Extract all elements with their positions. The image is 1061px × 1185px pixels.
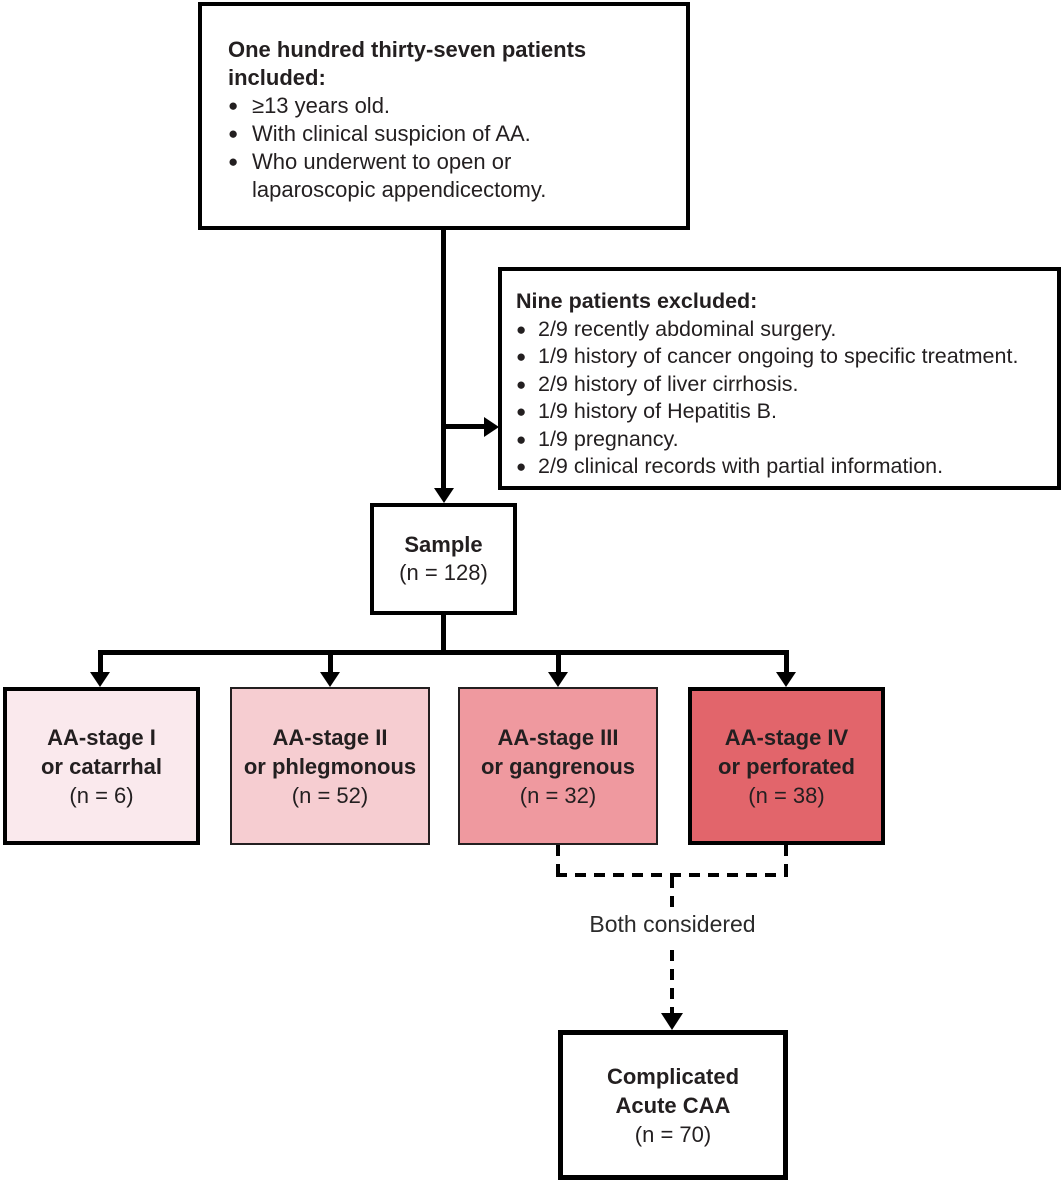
bullet-icon: ● <box>516 347 527 366</box>
bullet-icon: ● <box>228 152 239 171</box>
excluded-patients-box: Nine patients excluded: ● 2/9 recently a… <box>498 267 1061 490</box>
stage-2-n: (n = 52) <box>291 782 369 808</box>
arrowhead-down-icon <box>776 672 796 687</box>
stage-1-name: AA-stage I <box>47 724 156 750</box>
bullet-icon: ● <box>516 457 527 476</box>
connector-branch-to-excluded <box>443 424 485 429</box>
stage-3-name: AA-stage III <box>497 724 619 750</box>
arrowhead-down-icon <box>90 672 110 687</box>
both-considered-label: Both considered <box>589 911 756 937</box>
bullet-icon: ● <box>516 429 527 449</box>
stage-3-n: (n = 32) <box>519 782 597 808</box>
complicated-n: (n = 70) <box>634 1121 712 1147</box>
included-bullet-suspicion-text: With clinical suspicion of AA. <box>252 121 531 146</box>
stage-4-box: AA-stage IV or perforated (n = 38) <box>688 687 885 845</box>
connector-stub-stage4 <box>784 650 789 674</box>
excluded-bullet-records-text: 2/9 clinical records with partial inform… <box>538 454 944 478</box>
sample-box: Sample (n = 128) <box>370 503 517 615</box>
excluded-bullet-pregnancy-text: 1/9 pregnancy. <box>538 426 679 451</box>
bullet-icon: ● <box>516 374 527 394</box>
arrowhead-down-icon <box>320 672 340 687</box>
excluded-bullet-cancer: ● 1/9 history of cancer ongoing to speci… <box>516 343 1053 371</box>
sample-title: Sample <box>404 532 483 557</box>
excluded-bullet-cirrhosis: ● 2/9 history of liver cirrhosis. <box>516 371 1053 399</box>
connector-included-to-sample <box>441 230 446 489</box>
included-bullet-suspicion: ● With clinical suspicion of AA. <box>228 120 672 148</box>
connector-stub-stage3 <box>556 650 561 674</box>
included-bullet-age-text: ≥13 years old. <box>252 93 391 118</box>
excluded-bullet-hepatitis-text: 1/9 history of Hepatitis B. <box>538 399 777 423</box>
dashed-connector-stage4 <box>784 845 788 875</box>
excluded-bullet-cirrhosis-text: 2/9 history of liver cirrhosis. <box>538 371 799 396</box>
excluded-title: Nine patients excluded: <box>516 289 758 313</box>
excluded-bullet-cancer-text: 1/9 history of cancer ongoing to specifi… <box>538 344 1019 368</box>
stage-4-n: (n = 38) <box>748 782 825 808</box>
stage-1-n: (n = 6) <box>69 782 134 808</box>
sample-n: (n = 128) <box>399 560 488 585</box>
stage-4-name: AA-stage IV <box>724 724 849 750</box>
arrowhead-right-icon <box>484 417 499 437</box>
bullet-icon: ● <box>228 96 239 115</box>
included-bullet-surgery: ● Who underwent to open or laparoscopic … <box>228 148 672 204</box>
included-patients-box: One hundred thirty-seven patients includ… <box>198 2 690 230</box>
stage-2-alt-name: or phlegmonous <box>243 753 417 779</box>
bullet-icon: ● <box>516 402 527 421</box>
connector-sample-out <box>441 615 446 654</box>
excluded-bullet-hepatitis: ● 1/9 history of Hepatitis B. <box>516 398 1053 426</box>
connector-stub-stage2 <box>328 650 333 674</box>
dashed-connector-mid-lower <box>670 950 674 1014</box>
arrowhead-down-icon <box>661 1013 683 1030</box>
excluded-bullet-pregnancy: ● 1/9 pregnancy. <box>516 426 1053 454</box>
stage-3-box: AA-stage III or gangrenous (n = 32) <box>458 687 658 845</box>
connector-stub-stage1 <box>98 650 103 674</box>
bullet-icon: ● <box>228 124 239 143</box>
excluded-bullet-surgery-text: 2/9 recently abdominal surgery. <box>538 316 837 341</box>
dashed-connector-join <box>556 873 788 877</box>
included-bullet-surgery-text: Who underwent to open or laparoscopic ap… <box>252 149 547 202</box>
dashed-connector-stage3 <box>556 845 560 875</box>
arrowhead-down-icon <box>434 488 454 503</box>
stage-3-alt-name: or gangrenous <box>480 753 635 779</box>
stage-2-name: AA-stage II <box>272 724 388 750</box>
dashed-connector-mid-upper <box>670 877 674 908</box>
stage-2-box: AA-stage II or phlegmonous (n = 52) <box>230 687 430 845</box>
bullet-icon: ● <box>516 319 527 339</box>
included-title: One hundred thirty-seven patients includ… <box>228 37 587 90</box>
excluded-bullet-records: ● 2/9 clinical records with partial info… <box>516 453 1053 481</box>
arrowhead-down-icon <box>548 672 568 687</box>
stage-1-alt-name: or catarrhal <box>40 753 163 779</box>
stage-4-alt-name: or perforated <box>718 753 855 779</box>
complicated-caa-box: Complicated Acute CAA (n = 70) <box>558 1030 788 1180</box>
stage-1-box: AA-stage I or catarrhal (n = 6) <box>3 687 200 845</box>
excluded-bullet-surgery: ● 2/9 recently abdominal surgery. <box>516 316 1053 344</box>
connector-distribution <box>98 650 789 655</box>
complicated-line2: Acute CAA <box>615 1092 731 1118</box>
complicated-line1: Complicated <box>606 1063 740 1089</box>
included-bullet-age: ● ≥13 years old. <box>228 92 672 120</box>
